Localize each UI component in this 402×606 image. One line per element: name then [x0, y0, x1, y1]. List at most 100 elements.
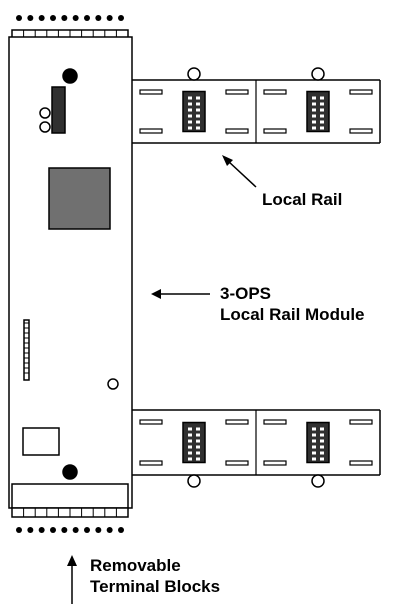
terminal-screw: [16, 527, 22, 533]
rail-connector: [182, 421, 206, 464]
bottom-terminal-body: [11, 483, 129, 509]
connector-pin: [312, 120, 316, 124]
led-indicator-1: [39, 107, 51, 119]
top-terminal-header: [14, 0, 126, 10]
top-mounting-hole: [62, 68, 78, 84]
terminal-screw: [38, 15, 45, 21]
terminal-screw: [95, 527, 102, 533]
bottom-terminal-screws: [16, 527, 124, 533]
rail-clip-tab: [349, 419, 373, 425]
rail-clip-tab: [349, 89, 373, 95]
bottom-terminal-block: [11, 483, 129, 533]
connector-pin: [196, 126, 200, 130]
connector-pin: [320, 457, 324, 461]
connector-pin: [188, 433, 192, 437]
connector-pin: [312, 102, 316, 106]
connector-pin: [196, 445, 200, 449]
terminal-arrow-head: [67, 555, 77, 566]
module-body: [8, 36, 133, 509]
rail-connector: [182, 90, 206, 133]
connector-pin: [320, 445, 324, 449]
connector-pin: [320, 102, 324, 106]
rail-mounting-hole: [187, 67, 201, 81]
connector-pin: [188, 439, 192, 443]
connector-pin: [312, 96, 316, 100]
rail-clip-tab: [225, 419, 249, 425]
connector-pin: [188, 126, 192, 130]
terminal-screw: [95, 15, 102, 21]
module-label: 3-OPS Local Rail Module: [220, 283, 365, 325]
status-led-bar: [51, 86, 66, 134]
label-window: [22, 427, 60, 456]
connector-pin: [188, 445, 192, 449]
terminal-label-line2: Terminal Blocks: [90, 577, 221, 596]
terminal-label: Removable Terminal Blocks: [90, 555, 220, 597]
terminal-label-line1: Removable: [90, 556, 181, 575]
connector-pin: [196, 96, 200, 100]
connector-pin: [320, 120, 324, 124]
local-rail-arrow-line: [227, 160, 257, 188]
connector-pin: [320, 108, 324, 112]
connector-pin: [312, 451, 316, 455]
connector-pin: [312, 114, 316, 118]
connector-pin: [320, 439, 324, 443]
terminal-screw: [61, 15, 68, 21]
rail-clip-tab: [349, 128, 373, 134]
rail-clip-tab: [225, 128, 249, 134]
connector-pin: [188, 457, 192, 461]
rail-clip-tab: [263, 128, 287, 134]
connector-pin: [196, 433, 200, 437]
connector-pin: [320, 114, 324, 118]
terminal-screw: [50, 15, 56, 21]
module-label-line2: Local Rail Module: [220, 305, 365, 324]
module-label-line1: 3-OPS: [220, 284, 272, 303]
header-pins: [24, 322, 29, 374]
terminal-screw: [27, 527, 34, 533]
connector-pin: [188, 96, 192, 100]
rail-clip-tab: [225, 89, 249, 95]
rail-mounting-hole: [187, 474, 201, 488]
connector-pin: [320, 96, 324, 100]
callout-arrows: [67, 155, 257, 604]
connector-pin: [188, 427, 192, 431]
local-rail-top: [132, 67, 381, 144]
connector-pin: [196, 451, 200, 455]
connector-pin: [196, 427, 200, 431]
connector-pin: [312, 427, 316, 431]
connector-pin: [196, 102, 200, 106]
connector-pin: [320, 433, 324, 437]
connector-pin: [188, 451, 192, 455]
connector-pin: [196, 439, 200, 443]
rail-clip-tab: [139, 128, 163, 134]
connector-pin: [188, 120, 192, 124]
terminal-screw: [118, 15, 124, 21]
connector-pin: [320, 427, 324, 431]
led-indicator-2: [39, 121, 51, 133]
terminal-screw: [118, 527, 124, 533]
rail-clip-tab: [139, 89, 163, 95]
rail-clip-tab: [225, 460, 249, 466]
bottom-terminal-teeth: [11, 508, 129, 517]
rail-clip-tab: [263, 89, 287, 95]
small-led: [107, 378, 119, 390]
terminal-screw: [106, 527, 113, 533]
connector-pin: [188, 102, 192, 106]
connector-pin: [188, 108, 192, 112]
connector-pin: [196, 114, 200, 118]
connector-pin: [312, 433, 316, 437]
connector-pin: [312, 126, 316, 130]
terminal-screw: [72, 527, 79, 533]
rail-mounting-hole: [311, 474, 325, 488]
connector-pin: [196, 457, 200, 461]
terminal-screw: [38, 527, 45, 533]
terminal-screw: [84, 15, 90, 21]
terminal-screw: [27, 15, 34, 21]
local-rail-label: Local Rail: [262, 189, 342, 210]
connector-pin: [320, 126, 324, 130]
connector-pin: [188, 114, 192, 118]
terminal-screw: [72, 15, 79, 21]
terminal-screw: [16, 15, 22, 21]
module-arrow-head: [151, 289, 161, 299]
rail-clip-tab: [139, 419, 163, 425]
local-rail-bottom: [132, 409, 381, 488]
